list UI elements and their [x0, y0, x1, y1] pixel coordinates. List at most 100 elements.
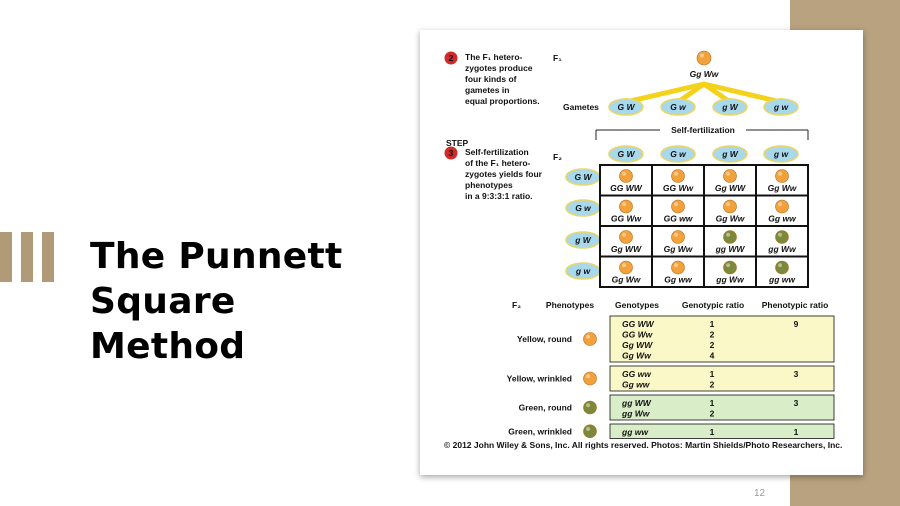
slide-title-line: Square	[90, 281, 236, 322]
cell-pea-icon	[671, 260, 685, 275]
phenotype-label: Green, round	[519, 403, 572, 413]
gamete-label: g W	[574, 235, 592, 245]
pea-highlight	[586, 427, 590, 431]
pea-highlight	[726, 263, 730, 268]
gamete-label: g W	[721, 102, 739, 112]
pea-highlight	[726, 171, 730, 176]
grid-cell-genotype: Gg ww	[768, 214, 797, 224]
step2-badge-number: 2	[449, 53, 454, 63]
f2-label: F₂	[553, 152, 562, 162]
step2-text: zygotes produce	[465, 63, 533, 73]
grid-cell-genotype: Gg Ww	[612, 275, 642, 285]
phenotype-label: Yellow, round	[517, 334, 572, 344]
slide-title-line: Method	[90, 326, 246, 367]
pea-highlight	[622, 171, 626, 176]
f1-pea-icon	[696, 50, 712, 66]
genotypic-ratio: 1	[710, 319, 715, 329]
table-header: Genotypes	[615, 300, 659, 310]
decorative-bar	[0, 232, 12, 282]
gamete-oval	[763, 98, 799, 116]
bracket-label-bg	[660, 124, 746, 136]
column-gamete-oval	[763, 145, 799, 163]
gamete-oval	[712, 98, 748, 116]
genotypic-ratio: 1	[710, 427, 715, 437]
table-f2-label: F₂	[512, 300, 521, 310]
table-header: Phenotypic ratio	[762, 300, 829, 310]
decorative-bars	[0, 232, 56, 282]
pea-highlight	[674, 171, 678, 176]
grid-cell-genotype: Gg WW	[715, 183, 746, 193]
cell-pea-icon	[671, 169, 685, 183]
cell-pea-icon	[723, 230, 737, 244]
pea-highlight	[586, 334, 590, 339]
genotypic-ratio: 2	[710, 340, 715, 350]
column-gamete-oval	[608, 145, 644, 163]
step3-badge	[444, 146, 458, 160]
gamete-label: g w	[575, 266, 592, 276]
genotype-label: gg Ww	[621, 409, 651, 419]
genotype-label: Gg Ww	[622, 351, 652, 361]
pea-highlight	[622, 263, 626, 268]
decorative-bar	[42, 232, 54, 282]
genotype-label: GG Ww	[622, 330, 654, 340]
pea-highlight	[622, 232, 626, 237]
step3-text: Self-fertilization	[465, 147, 529, 157]
genotypic-ratio: 1	[710, 398, 715, 408]
gamete-label: g w	[773, 102, 790, 112]
grid-cell-genotype: Gg ww	[664, 275, 693, 285]
genotype-label: GG ww	[622, 369, 652, 379]
gamete-oval	[660, 98, 696, 116]
phenotype-pea-icon	[583, 424, 597, 439]
cell-pea-icon	[723, 169, 737, 183]
pea-highlight	[586, 374, 590, 379]
phenotypic-ratio: 3	[794, 369, 799, 379]
genotype-label: GG WW	[622, 319, 655, 329]
phenotype-group-box	[609, 423, 835, 439]
pea-highlight	[674, 263, 678, 268]
step3-badge-label: STEP	[446, 138, 469, 148]
gametes-label: Gametes	[563, 102, 599, 112]
step3-badge-number: 3	[449, 148, 454, 158]
phenotype-label: Yellow, wrinkled	[507, 374, 572, 384]
step3-text: in a 9:3:3:1 ratio.	[465, 191, 533, 201]
phenotypic-ratio: 1	[794, 427, 799, 437]
gamete-label: g W	[721, 149, 739, 159]
gamete-label: G W	[618, 102, 636, 112]
table-header: Genotypic ratio	[682, 300, 744, 310]
grid-cell-genotype: GG WW	[610, 183, 643, 193]
pea-highlight	[726, 232, 730, 237]
slide-title-line: The Punnett	[90, 236, 343, 277]
phenotype-group-box	[609, 394, 835, 421]
grid-cell-genotype: Gg Ww	[664, 244, 694, 254]
cell-pea-icon	[619, 169, 633, 183]
phenotypic-ratio: 9	[794, 319, 799, 329]
genotype-label: gg WW	[621, 398, 652, 408]
grid-cell-genotype: GG ww	[664, 214, 694, 224]
column-gamete-oval	[712, 145, 748, 163]
grid-cell-genotype: gg Ww	[767, 244, 797, 254]
grid-cell-genotype: GG Ww	[611, 214, 643, 224]
cell-pea-icon	[619, 199, 633, 214]
grid-cell-genotype: GG Ww	[663, 183, 695, 193]
step2-text: equal proportions.	[465, 96, 540, 106]
grid-cell-genotype: Gg Ww	[768, 183, 798, 193]
grid-cell-genotype: gg Ww	[715, 275, 745, 285]
genotypic-ratio: 4	[710, 351, 715, 361]
grid-cell-genotype: gg WW	[715, 244, 746, 254]
cell-pea-icon	[671, 230, 685, 244]
cell-pea-icon	[775, 260, 789, 275]
pea-highlight	[674, 232, 678, 237]
step3-text: phenotypes	[465, 180, 513, 190]
cell-pea-icon	[723, 199, 737, 214]
pea-highlight	[674, 202, 678, 207]
grid-cell-genotype: Gg WW	[611, 244, 642, 254]
step3-text: zygotes yields four	[465, 169, 543, 179]
cell-pea-icon	[723, 260, 737, 275]
genotype-label: Gg WW	[622, 340, 653, 350]
phenotype-group-box	[609, 365, 835, 392]
pea-highlight	[622, 202, 626, 207]
cell-pea-icon	[775, 230, 789, 244]
genotypic-ratio: 1	[710, 369, 715, 379]
pea-highlight	[586, 403, 590, 408]
